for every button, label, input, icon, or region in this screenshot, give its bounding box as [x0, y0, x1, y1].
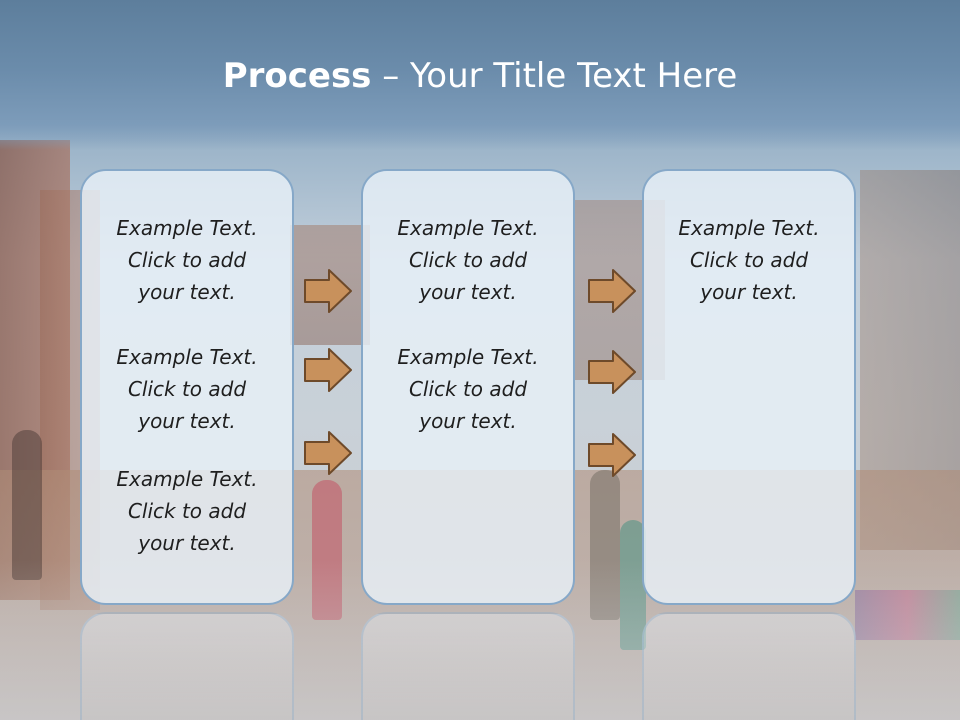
- title-band: [0, 0, 960, 150]
- process-column-1[interactable]: Example Text. Click to add your text. Ex…: [80, 169, 294, 605]
- column-1-text-1[interactable]: Example Text. Click to add your text.: [116, 216, 258, 304]
- column-2-text-2[interactable]: Example Text. Click to add your text.: [397, 345, 539, 433]
- title-bold: Process: [222, 56, 372, 96]
- slide-title[interactable]: Process – Your Title Text Here: [0, 54, 960, 98]
- column-1-reflection: [80, 612, 294, 720]
- process-column-3[interactable]: Example Text. Click to add your text.: [642, 169, 856, 605]
- column-1-text-2[interactable]: Example Text. Click to add your text.: [116, 345, 258, 433]
- process-column-2[interactable]: Example Text. Click to add your text. Ex…: [361, 169, 575, 605]
- right-arrow-icon: [304, 431, 352, 475]
- column-2-text-1[interactable]: Example Text. Click to add your text.: [397, 216, 539, 304]
- column-3-text-1[interactable]: Example Text. Click to add your text.: [678, 216, 820, 304]
- column-1-text-3[interactable]: Example Text. Click to add your text.: [116, 467, 258, 555]
- title-rest: – Your Title Text Here: [371, 56, 738, 96]
- column-2-reflection: [361, 612, 575, 720]
- right-arrow-icon: [304, 269, 352, 313]
- right-arrow-icon: [588, 350, 636, 394]
- column-3-reflection: [642, 612, 856, 720]
- right-arrow-icon: [588, 269, 636, 313]
- right-arrow-icon: [304, 348, 352, 392]
- right-arrow-icon: [588, 433, 636, 477]
